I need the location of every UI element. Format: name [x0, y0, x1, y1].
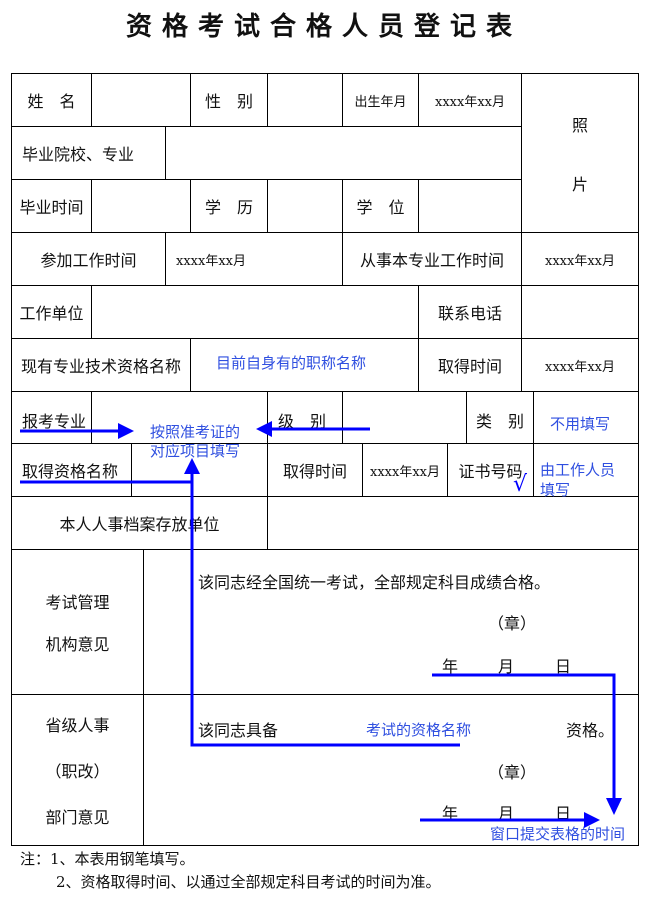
arrowhead-right-2-icon	[584, 812, 600, 828]
photo-label-2: 片	[571, 174, 588, 194]
hint-current-qual: 目前自身有的职称名称	[216, 354, 367, 372]
arrowhead-down-icon	[606, 798, 622, 815]
prov-line-3: 部门意见	[45, 808, 110, 827]
provincial-opinion[interactable]	[143, 694, 639, 846]
arrowhead-right-icon	[118, 423, 134, 439]
prov-line-2: （职改）	[45, 762, 110, 781]
photo-label-1: 照	[571, 115, 588, 135]
prov-statement: 该同志具备	[198, 721, 279, 740]
prov-line-1: 省级人事	[45, 716, 110, 735]
date-month-2: 月	[498, 804, 515, 823]
hint-follow-ticket-1: 按照准考证的	[150, 423, 241, 441]
note-2: 2、资格取得时间、以通过全部规定科目考试的时间为准。	[56, 873, 441, 891]
note-1: 注：1、本表用钢笔填写。	[20, 850, 195, 868]
hint-submit-time: 窗口提交表格的时间	[490, 825, 626, 843]
exam-statement: 该同志经全国统一考试，全部规定科目成绩合格。	[198, 573, 551, 592]
arrowhead-left-icon	[256, 421, 272, 437]
hint-staff-fill-1: 由工作人员	[540, 461, 616, 479]
date-year: 年	[442, 657, 459, 676]
hint-exam-qual-name: 考试的资格名称	[366, 721, 472, 739]
arrowhead-up-icon	[184, 458, 200, 474]
seal-label: （章）	[488, 614, 537, 633]
prov-statement-end: 资格。	[566, 721, 615, 740]
label-provincial: 省级人事 （职改） 部门意见	[11, 694, 144, 846]
hint-no-fill: 不用填写	[550, 415, 611, 433]
page-title: 资格考试合格人员登记表	[125, 12, 522, 42]
arrow-qual-name-up	[190, 474, 460, 747]
hint-staff-fill-2: 填写	[540, 481, 571, 499]
exam-org-line-2: 机构意见	[45, 635, 110, 654]
date-year-2: 年	[442, 804, 459, 823]
hint-follow-ticket-2: 对应项目填写	[150, 442, 241, 460]
exam-org-line-1: 考试管理	[45, 593, 110, 612]
arrow-date-down	[432, 673, 616, 800]
date-month: 月	[498, 657, 515, 676]
seal-label-2: （章）	[488, 763, 537, 782]
check-mark-icon: √	[513, 472, 528, 497]
date-day: 日	[555, 657, 572, 676]
date-day-2: 日	[555, 804, 572, 823]
